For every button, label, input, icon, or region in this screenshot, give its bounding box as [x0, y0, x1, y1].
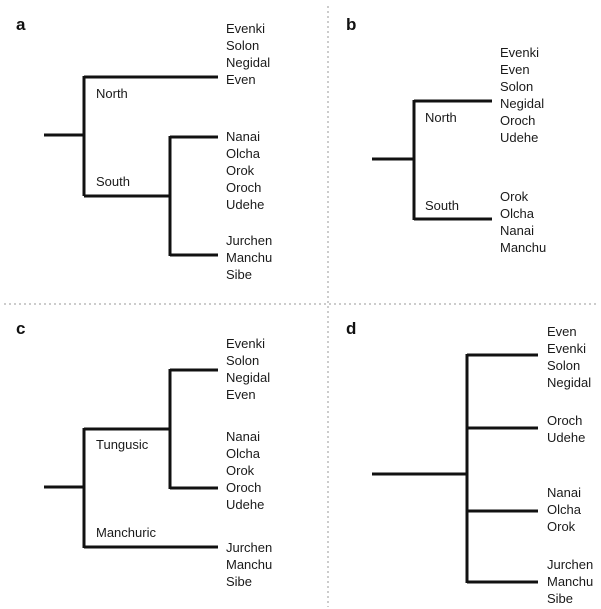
- panel-b-leaf: Olcha: [500, 206, 535, 221]
- panel-b-leaf: Orok: [500, 189, 529, 204]
- panel-b-leaf: Solon: [500, 79, 533, 94]
- panel-a-leaf: Nanai: [226, 129, 260, 144]
- panel-d-leaf: Olcha: [547, 502, 582, 517]
- panel-d-leaf: Oroch: [547, 413, 582, 428]
- panel-d: d Even Evenki Solon Negidal Oroch Udehe …: [346, 319, 593, 606]
- panel-b-south-label: South: [425, 198, 459, 213]
- panel-d-leaf: Even: [547, 324, 577, 339]
- panel-b-leaf: Oroch: [500, 113, 535, 128]
- panel-a-leaf: Udehe: [226, 197, 264, 212]
- panel-a-leaf: Olcha: [226, 146, 261, 161]
- panel-a: a North South Evenki Solon Negidal Even …: [16, 15, 272, 282]
- panel-c-leaf: Jurchen: [226, 540, 272, 555]
- panel-a-leaf: Jurchen: [226, 233, 272, 248]
- panel-a-leaf: Solon: [226, 38, 259, 53]
- panel-d-leaf: Sibe: [547, 591, 573, 606]
- panel-d-leaf: Manchu: [547, 574, 593, 589]
- panel-d-leaf: Evenki: [547, 341, 586, 356]
- panel-c-leaf: Negidal: [226, 370, 270, 385]
- panel-c-leaf: Sibe: [226, 574, 252, 589]
- panel-c-leaf: Orok: [226, 463, 255, 478]
- panel-d-letter: d: [346, 319, 356, 338]
- panel-c-manchuric-label: Manchuric: [96, 525, 156, 540]
- panel-b-letter: b: [346, 15, 356, 34]
- panel-c-leaf: Oroch: [226, 480, 261, 495]
- panel-a-north-label: North: [96, 86, 128, 101]
- panel-c-leaf: Udehe: [226, 497, 264, 512]
- panel-d-leaf: Jurchen: [547, 557, 593, 572]
- panel-d-leaf: Negidal: [547, 375, 591, 390]
- panel-a-leaf: Sibe: [226, 267, 252, 282]
- panel-c-leaf: Nanai: [226, 429, 260, 444]
- panel-a-leaf: Orok: [226, 163, 255, 178]
- panel-b-leaf: Udehe: [500, 130, 538, 145]
- panel-c-leaf: Solon: [226, 353, 259, 368]
- panel-b-leaf: Even: [500, 62, 530, 77]
- panel-a-letter: a: [16, 15, 26, 34]
- panel-b-leaf: Evenki: [500, 45, 539, 60]
- panel-a-leaf: Manchu: [226, 250, 272, 265]
- panel-c: c Tungusic Manchuric Evenki Solon Negida…: [16, 319, 272, 589]
- panel-b-leaf: Negidal: [500, 96, 544, 111]
- panel-a-leaf: Oroch: [226, 180, 261, 195]
- panel-c-letter: c: [16, 319, 25, 338]
- panel-a-leaf: Negidal: [226, 55, 270, 70]
- panel-c-leaf: Even: [226, 387, 256, 402]
- panel-a-south-label: South: [96, 174, 130, 189]
- panel-d-leaf: Orok: [547, 519, 576, 534]
- panel-d-leaf: Udehe: [547, 430, 585, 445]
- panel-a-leaf: Even: [226, 72, 256, 87]
- panel-a-leaf: Evenki: [226, 21, 265, 36]
- panel-c-leaf: Olcha: [226, 446, 261, 461]
- panel-b-leaf: Manchu: [500, 240, 546, 255]
- panel-d-leaf: Solon: [547, 358, 580, 373]
- panel-c-leaf: Evenki: [226, 336, 265, 351]
- panel-d-leaf: Nanai: [547, 485, 581, 500]
- panel-c-tungusic-label: Tungusic: [96, 437, 149, 452]
- panel-c-leaf: Manchu: [226, 557, 272, 572]
- panel-b-north-label: North: [425, 110, 457, 125]
- panel-b: b North South Evenki Even Solon Negidal …: [346, 15, 546, 255]
- panel-b-leaf: Nanai: [500, 223, 534, 238]
